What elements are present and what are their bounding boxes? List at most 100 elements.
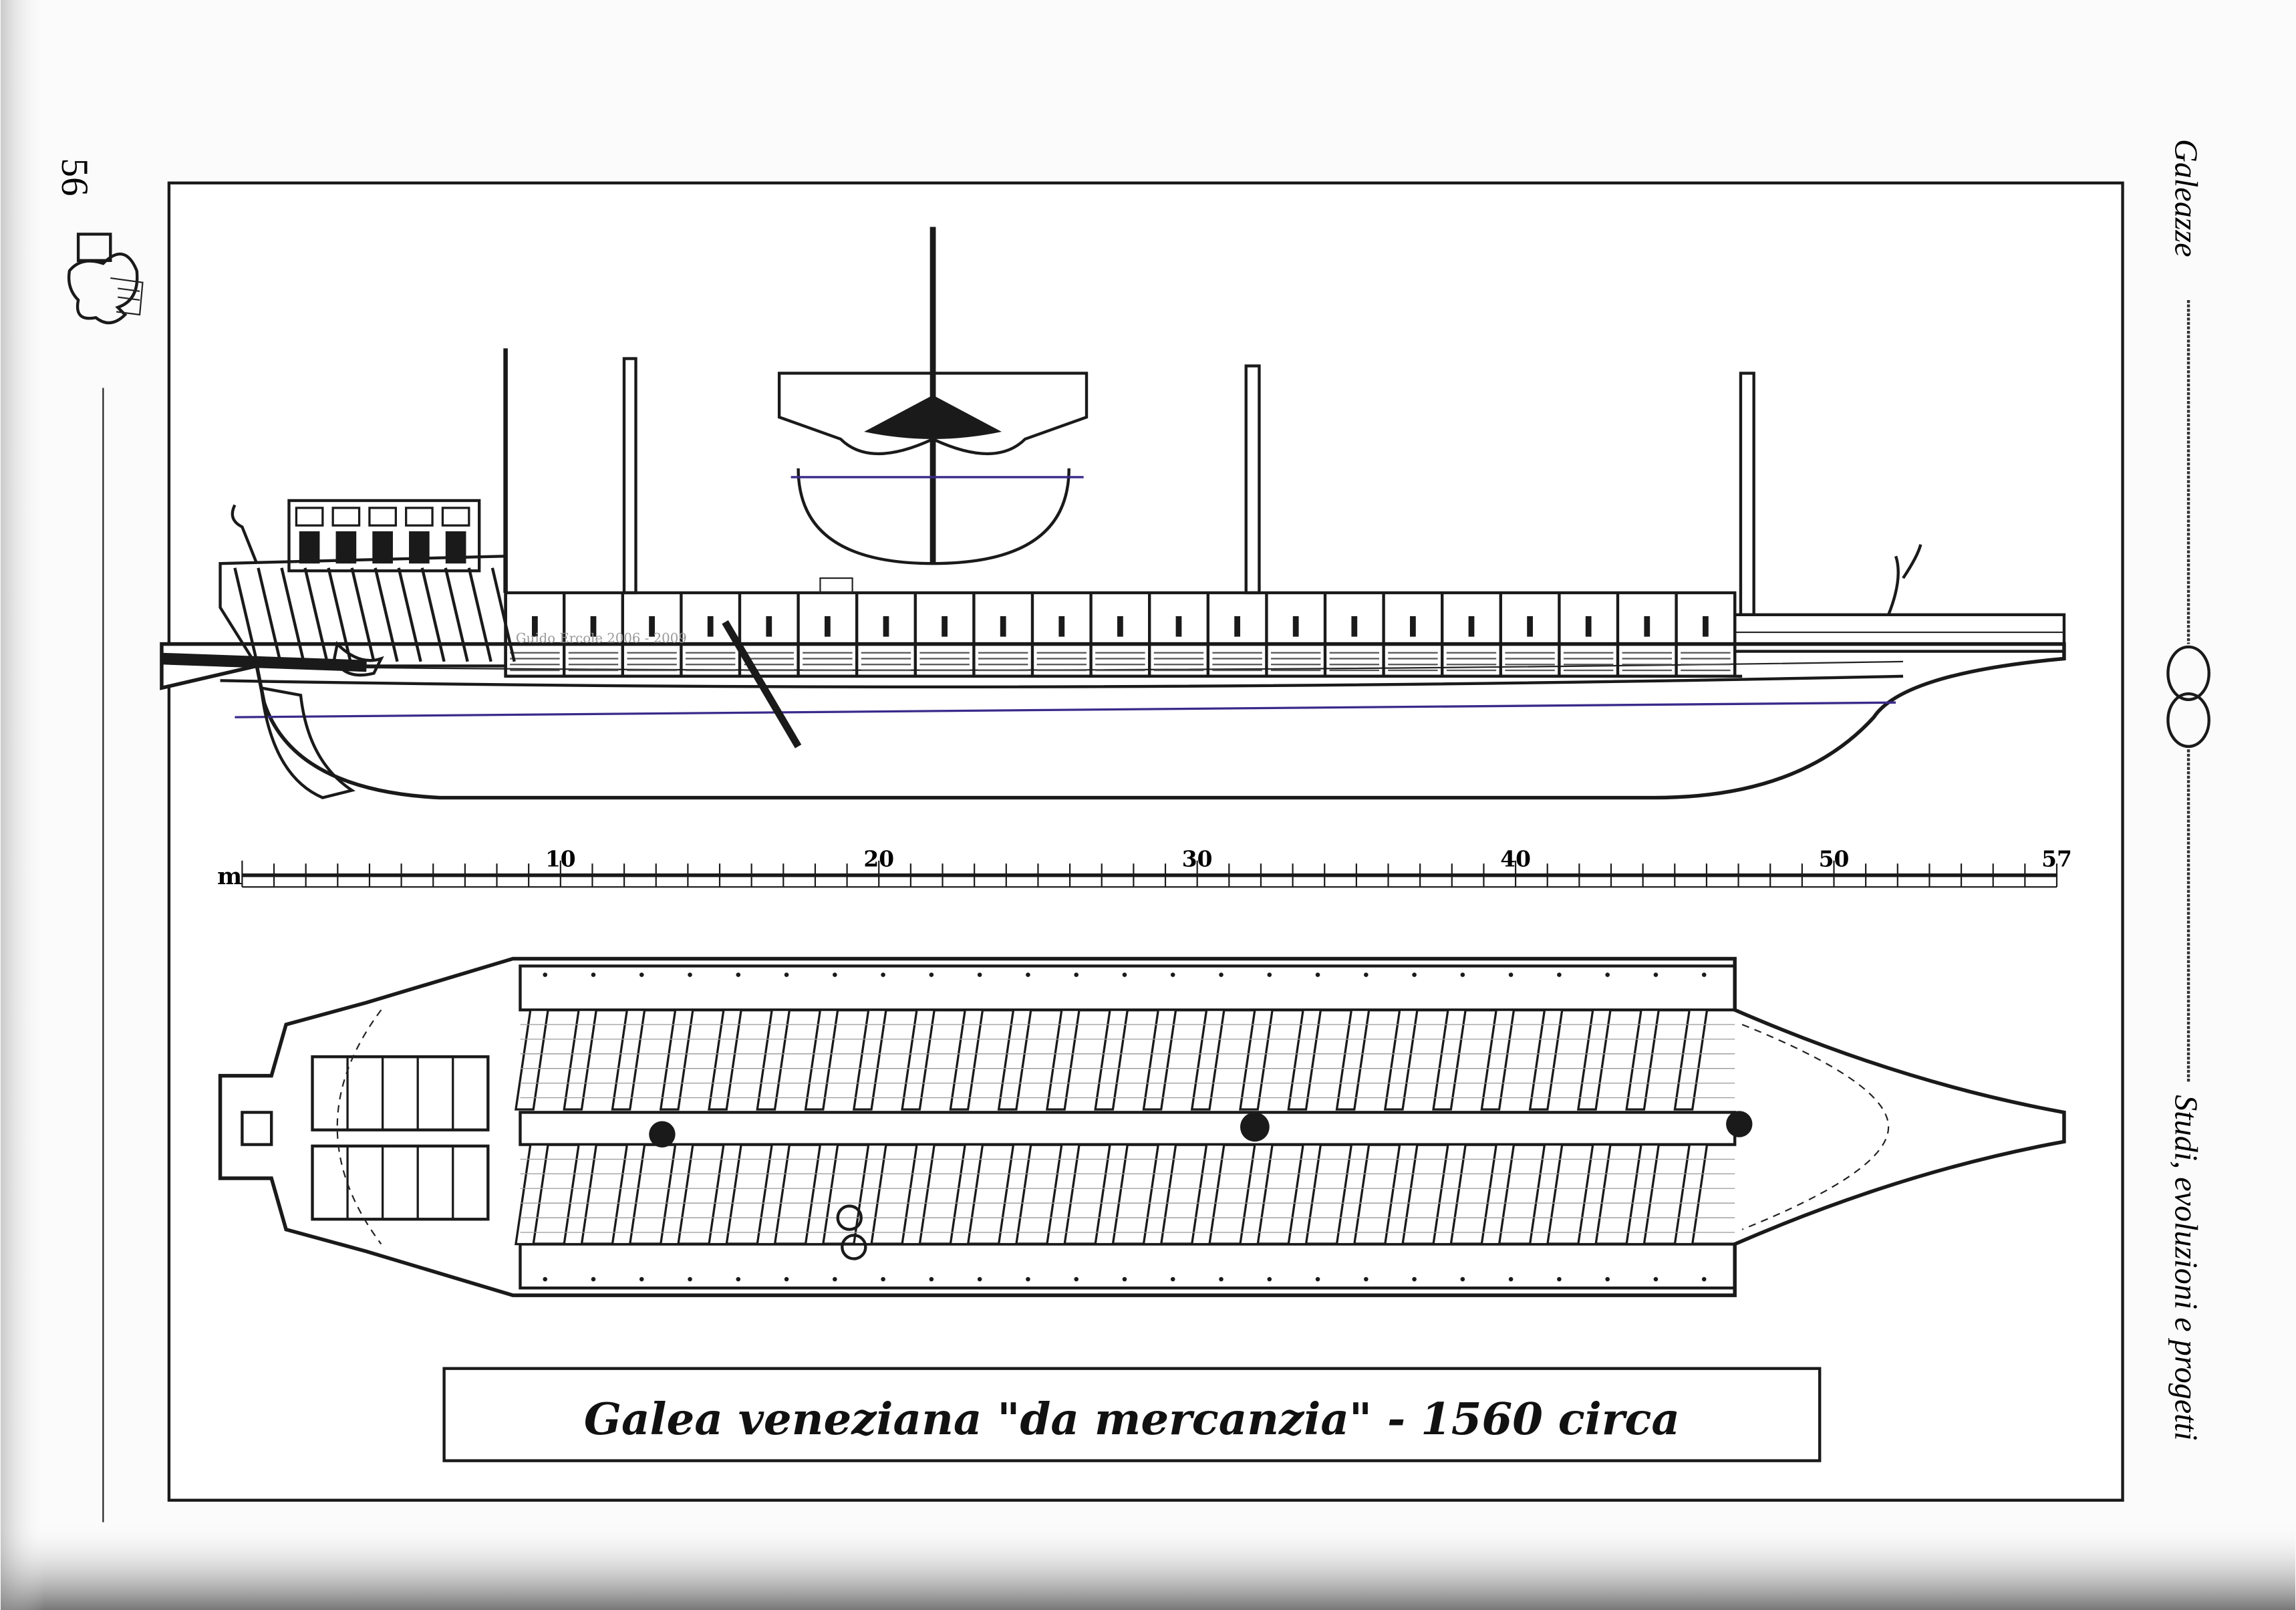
rowing-bench bbox=[1287, 1143, 1322, 1246]
stern-hatching bbox=[374, 567, 399, 662]
stern-hatching bbox=[397, 567, 422, 662]
thole-pin bbox=[532, 616, 538, 637]
thole bbox=[833, 1277, 837, 1282]
thole bbox=[881, 972, 885, 977]
scale-label: 50 bbox=[1819, 845, 1850, 871]
draftsman-signature: Guido Ercole 2006 - 2009 bbox=[516, 630, 687, 646]
rowing-bench bbox=[1432, 1009, 1467, 1111]
scale-label: 30 bbox=[1182, 845, 1213, 871]
thole bbox=[929, 972, 934, 977]
rowing-bench bbox=[1045, 1143, 1081, 1246]
thole bbox=[688, 1277, 692, 1282]
scale-label: 20 bbox=[863, 845, 894, 871]
midship-section bbox=[777, 227, 1089, 565]
rowing-bench bbox=[1576, 1009, 1612, 1111]
rowing-bench bbox=[1190, 1009, 1226, 1111]
rowing-bench bbox=[901, 1009, 936, 1111]
thole bbox=[543, 972, 548, 977]
mast bbox=[622, 357, 637, 595]
drawing-title: Galea veneziana "da mercanzia" - 1560 ci… bbox=[584, 1393, 1680, 1445]
thole bbox=[1701, 1277, 1707, 1282]
scale-label: 57 bbox=[2041, 845, 2072, 871]
thole bbox=[1267, 1277, 1272, 1282]
thole bbox=[1122, 972, 1127, 977]
thole bbox=[784, 972, 789, 977]
thole bbox=[1412, 1277, 1417, 1282]
stern-hatching bbox=[280, 567, 305, 662]
rowing-bench bbox=[1480, 1143, 1516, 1246]
thole bbox=[1412, 972, 1417, 977]
running-head-bottom: Studi, evoluzioni e progetti bbox=[2168, 1095, 2203, 1440]
thole bbox=[929, 1277, 934, 1282]
thole-pin bbox=[649, 616, 655, 637]
rowing-bench bbox=[1383, 1009, 1419, 1111]
stern-hatching bbox=[467, 567, 492, 662]
rowing-bench bbox=[1480, 1009, 1516, 1111]
mast bbox=[1739, 372, 1755, 616]
rowing-bench bbox=[1673, 1143, 1709, 1246]
rowing-bench bbox=[1625, 1143, 1661, 1246]
rowing-bench bbox=[949, 1143, 984, 1246]
page-number: 56 bbox=[53, 158, 96, 196]
thole bbox=[1460, 1277, 1465, 1282]
stern-hatching bbox=[350, 567, 376, 662]
thole-pin bbox=[1644, 616, 1651, 637]
thole bbox=[1605, 972, 1610, 977]
rowing-bench bbox=[1383, 1143, 1419, 1246]
thole bbox=[1364, 1277, 1369, 1282]
rowing-bench bbox=[563, 1009, 598, 1111]
gutter-shadow bbox=[1, 0, 45, 1610]
thole bbox=[1653, 1277, 1659, 1282]
thole-pin bbox=[1175, 616, 1182, 637]
thole bbox=[1557, 972, 1562, 977]
rowing-bench bbox=[756, 1143, 791, 1246]
thole bbox=[688, 972, 692, 977]
rowing-bench bbox=[1094, 1143, 1129, 1246]
window bbox=[445, 531, 466, 564]
rowing-bench bbox=[708, 1143, 743, 1246]
scale-label: 40 bbox=[1500, 845, 1531, 871]
stern-hatching bbox=[233, 567, 259, 662]
thole bbox=[833, 972, 837, 977]
thole bbox=[639, 1277, 644, 1282]
rowing-bench bbox=[804, 1009, 839, 1111]
thole bbox=[736, 972, 741, 977]
stern-hatching bbox=[303, 567, 329, 662]
stern-hatching bbox=[490, 567, 516, 662]
thole-pin bbox=[883, 616, 889, 637]
stern-hatching bbox=[420, 567, 446, 662]
thole bbox=[1219, 1277, 1224, 1282]
rowing-bench bbox=[997, 1009, 1032, 1111]
window bbox=[335, 531, 357, 564]
window bbox=[295, 507, 324, 527]
rowing-bench bbox=[1528, 1009, 1564, 1111]
rowing-bench bbox=[708, 1009, 743, 1111]
rowing-bench bbox=[563, 1143, 598, 1246]
stern-hatching bbox=[444, 567, 469, 662]
thole bbox=[1557, 1277, 1562, 1282]
thole bbox=[543, 1277, 548, 1282]
thole bbox=[1460, 972, 1465, 977]
mast bbox=[1244, 364, 1261, 595]
thole-pin bbox=[825, 616, 831, 637]
window bbox=[405, 507, 434, 527]
thole bbox=[1605, 1277, 1610, 1282]
thole bbox=[1508, 1277, 1514, 1282]
rowing-bench bbox=[1335, 1143, 1371, 1246]
thole bbox=[1219, 972, 1224, 977]
thole bbox=[591, 972, 596, 977]
thole-pin bbox=[1527, 616, 1533, 637]
window bbox=[372, 531, 393, 564]
stern-hatching bbox=[327, 567, 352, 662]
waterline bbox=[235, 701, 1896, 718]
mast-step bbox=[649, 1121, 676, 1148]
thole bbox=[1364, 972, 1369, 977]
mast-step bbox=[1726, 1111, 1753, 1137]
thole bbox=[1026, 1277, 1030, 1282]
rowing-bench bbox=[611, 1009, 646, 1111]
thole-pin bbox=[590, 616, 597, 637]
thole-pin bbox=[1117, 616, 1123, 637]
rowing-bench bbox=[804, 1143, 839, 1246]
thole bbox=[1315, 972, 1320, 977]
thole-pin bbox=[707, 616, 714, 637]
